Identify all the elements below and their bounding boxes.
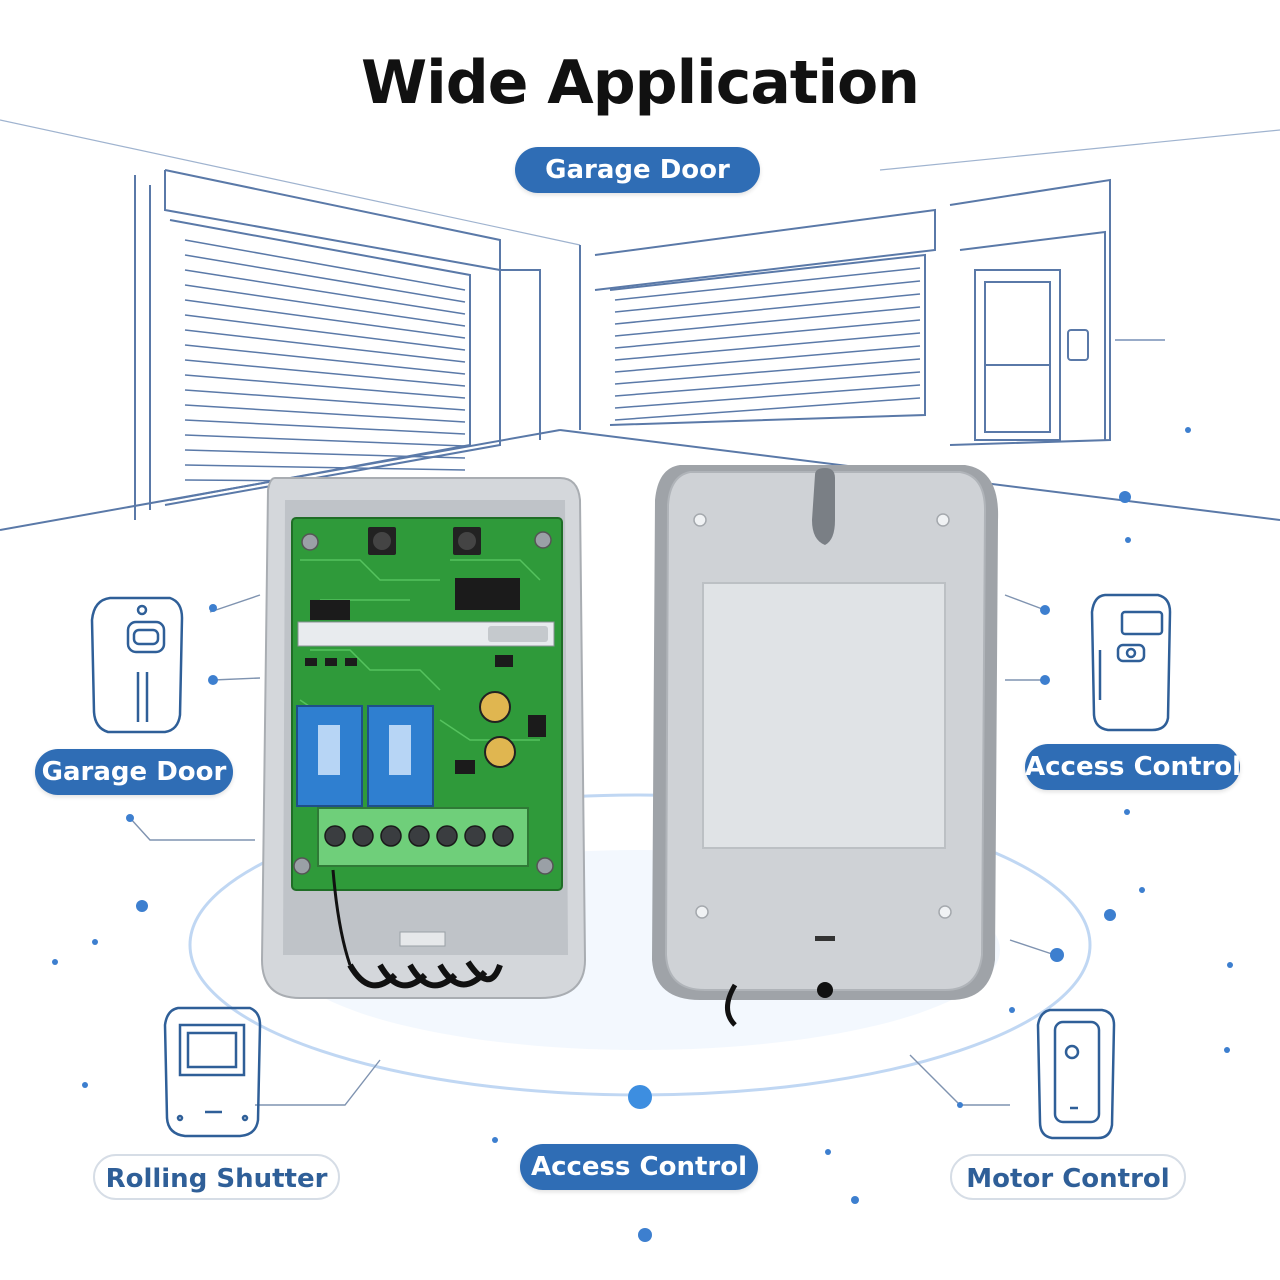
page-title: Wide Application (361, 48, 920, 118)
rolling-shutter-panel-icon (163, 1006, 262, 1138)
garage-remote-icon (90, 596, 184, 734)
label-access-control-bottom: Access Control (520, 1144, 758, 1190)
label-motor-control: Motor Control (950, 1154, 1186, 1200)
access-control-reader-icon (1090, 593, 1172, 732)
label-garage-door-top: Garage Door (515, 147, 760, 193)
label-garage-door-left: Garage Door (35, 749, 233, 795)
motor-control-switch-icon (1036, 1008, 1116, 1140)
label-access-control-right: Access Control (1025, 744, 1241, 790)
label-rolling-shutter: Rolling Shutter (93, 1154, 340, 1200)
